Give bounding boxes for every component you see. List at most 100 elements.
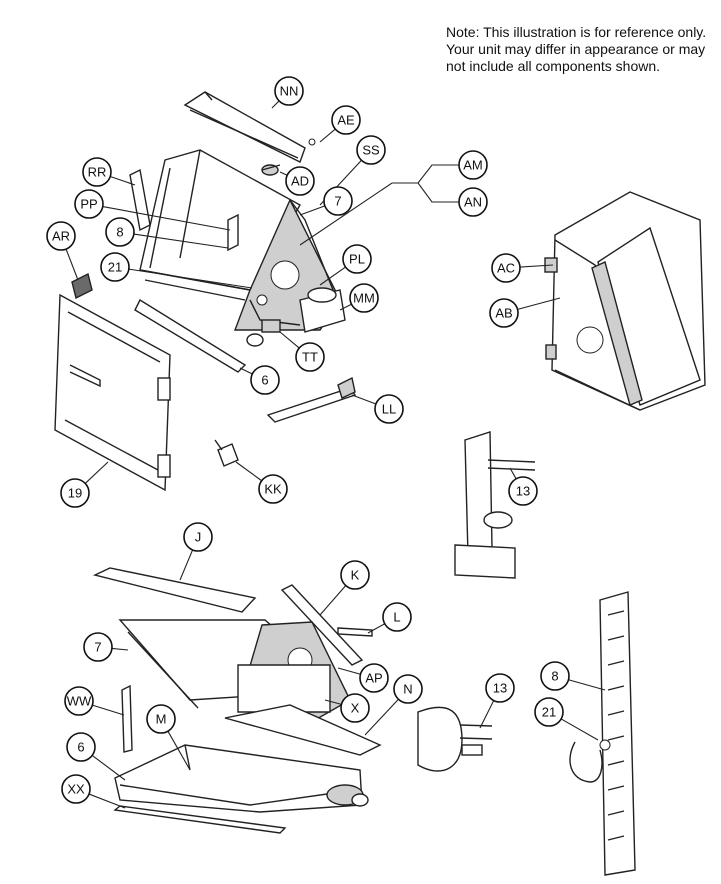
callout-bubble xyxy=(458,150,488,180)
leader-nn xyxy=(271,100,280,109)
rail-xx xyxy=(113,805,287,834)
top-rail-j xyxy=(92,567,257,613)
callout-seven_bottom: 7 xyxy=(83,632,113,662)
callout-ar: AR xyxy=(46,221,76,251)
callout-label: L xyxy=(393,610,400,625)
callout-bubble xyxy=(285,166,315,196)
leader-pp xyxy=(102,205,231,231)
callout-tt: TT xyxy=(295,342,325,372)
callout-leaders xyxy=(65,100,606,809)
callout-label: AC xyxy=(497,261,515,276)
callout-label: WW xyxy=(67,694,92,709)
rail-k xyxy=(280,584,364,666)
fitting-detail-top xyxy=(454,431,536,579)
callout-bubble xyxy=(100,252,130,282)
fitting-detail-bottom xyxy=(417,706,493,772)
callout-j: J xyxy=(183,522,213,552)
leader-ap xyxy=(337,667,361,675)
callout-label: TT xyxy=(302,350,318,365)
callout-label: 13 xyxy=(516,484,530,499)
callout-an: AN xyxy=(458,187,488,217)
callout-six_top: 6 xyxy=(250,365,280,395)
callout-label: 7 xyxy=(334,194,341,209)
callout-bubble xyxy=(508,476,538,506)
callout-label: 6 xyxy=(261,373,268,388)
bracket-ar xyxy=(71,272,93,300)
callout-label: AR xyxy=(52,229,70,244)
callout-rr: RR xyxy=(82,157,112,187)
callout-label: SS xyxy=(362,143,380,158)
callout-bubble xyxy=(64,686,94,716)
callout-bubble xyxy=(66,732,96,762)
leader-ar xyxy=(65,248,79,281)
callout-label: 8 xyxy=(551,669,558,684)
callout-label: PL xyxy=(349,252,365,267)
callout-thirteen_top: 13 xyxy=(508,476,538,506)
rail-6-top xyxy=(134,299,247,373)
leader-six_bottom xyxy=(91,754,126,781)
callout-ad: AD xyxy=(285,166,315,196)
leader-l xyxy=(367,623,386,634)
callout-label: N xyxy=(403,682,412,697)
callout-bubble xyxy=(46,221,76,251)
callout-bubble xyxy=(60,478,90,508)
callout-bubble xyxy=(258,474,288,504)
leader-eight_top xyxy=(133,233,229,249)
callout-pl: PL xyxy=(342,244,372,274)
callout-bubble xyxy=(105,217,135,247)
callout-bubble xyxy=(74,189,104,219)
leader-ad xyxy=(279,171,288,176)
leader-six_top xyxy=(239,367,253,375)
callout-bubble xyxy=(250,365,280,395)
callout-m: M xyxy=(146,704,176,734)
callout-bubble xyxy=(534,697,564,727)
callout-pp: PP xyxy=(74,189,104,219)
leader-j xyxy=(179,549,194,581)
callout-label: 19 xyxy=(68,486,82,501)
callout-label: X xyxy=(351,701,360,716)
leader-kk xyxy=(235,461,263,482)
strap-rr xyxy=(129,168,151,232)
callout-label: MM xyxy=(353,291,375,306)
callout-bubble xyxy=(458,187,488,217)
callout-label: 13 xyxy=(493,681,507,696)
callout-bubble xyxy=(540,661,570,691)
coil-slab-top xyxy=(139,149,301,301)
callout-n: N xyxy=(393,674,423,704)
callout-bubble xyxy=(295,342,325,372)
callout-ab: AB xyxy=(489,298,519,328)
bracket-pl-mm xyxy=(299,287,346,333)
callout-ac: AC xyxy=(491,253,521,283)
callout-label: AB xyxy=(495,306,512,321)
leader-rr xyxy=(110,176,136,186)
leader-twentyone_top xyxy=(128,268,253,289)
callout-label: AE xyxy=(337,113,355,128)
leader-k xyxy=(319,585,347,616)
leader-thirteen_bottom xyxy=(479,700,495,729)
drain-pan-m xyxy=(114,744,369,813)
callout-bubble xyxy=(323,186,353,216)
callout-label: KK xyxy=(264,482,282,497)
callout-label: J xyxy=(195,530,202,545)
callout-bubble xyxy=(340,693,370,723)
callout-bubble xyxy=(356,135,386,165)
callout-bubble xyxy=(374,394,404,424)
callout-label: XX xyxy=(67,782,85,797)
callout-bubble xyxy=(82,157,112,187)
callout-label: AM xyxy=(463,158,483,173)
callout-bubble xyxy=(331,105,361,135)
callout-nineteen: 19 xyxy=(60,478,90,508)
tube-sheet-detail xyxy=(569,591,636,876)
callout-twentyone_bottom: 21 xyxy=(534,697,564,727)
callout-label: 21 xyxy=(108,260,122,275)
rail-ll xyxy=(266,376,357,423)
callout-ll: LL xyxy=(374,394,404,424)
leader-xx xyxy=(88,793,126,809)
coil-a-frame-bottom xyxy=(237,621,351,721)
callout-label: AD xyxy=(291,174,309,189)
callout-bubble xyxy=(146,704,176,734)
leader-eight_bottom xyxy=(568,679,606,691)
callout-eight_bottom: 8 xyxy=(540,661,570,691)
